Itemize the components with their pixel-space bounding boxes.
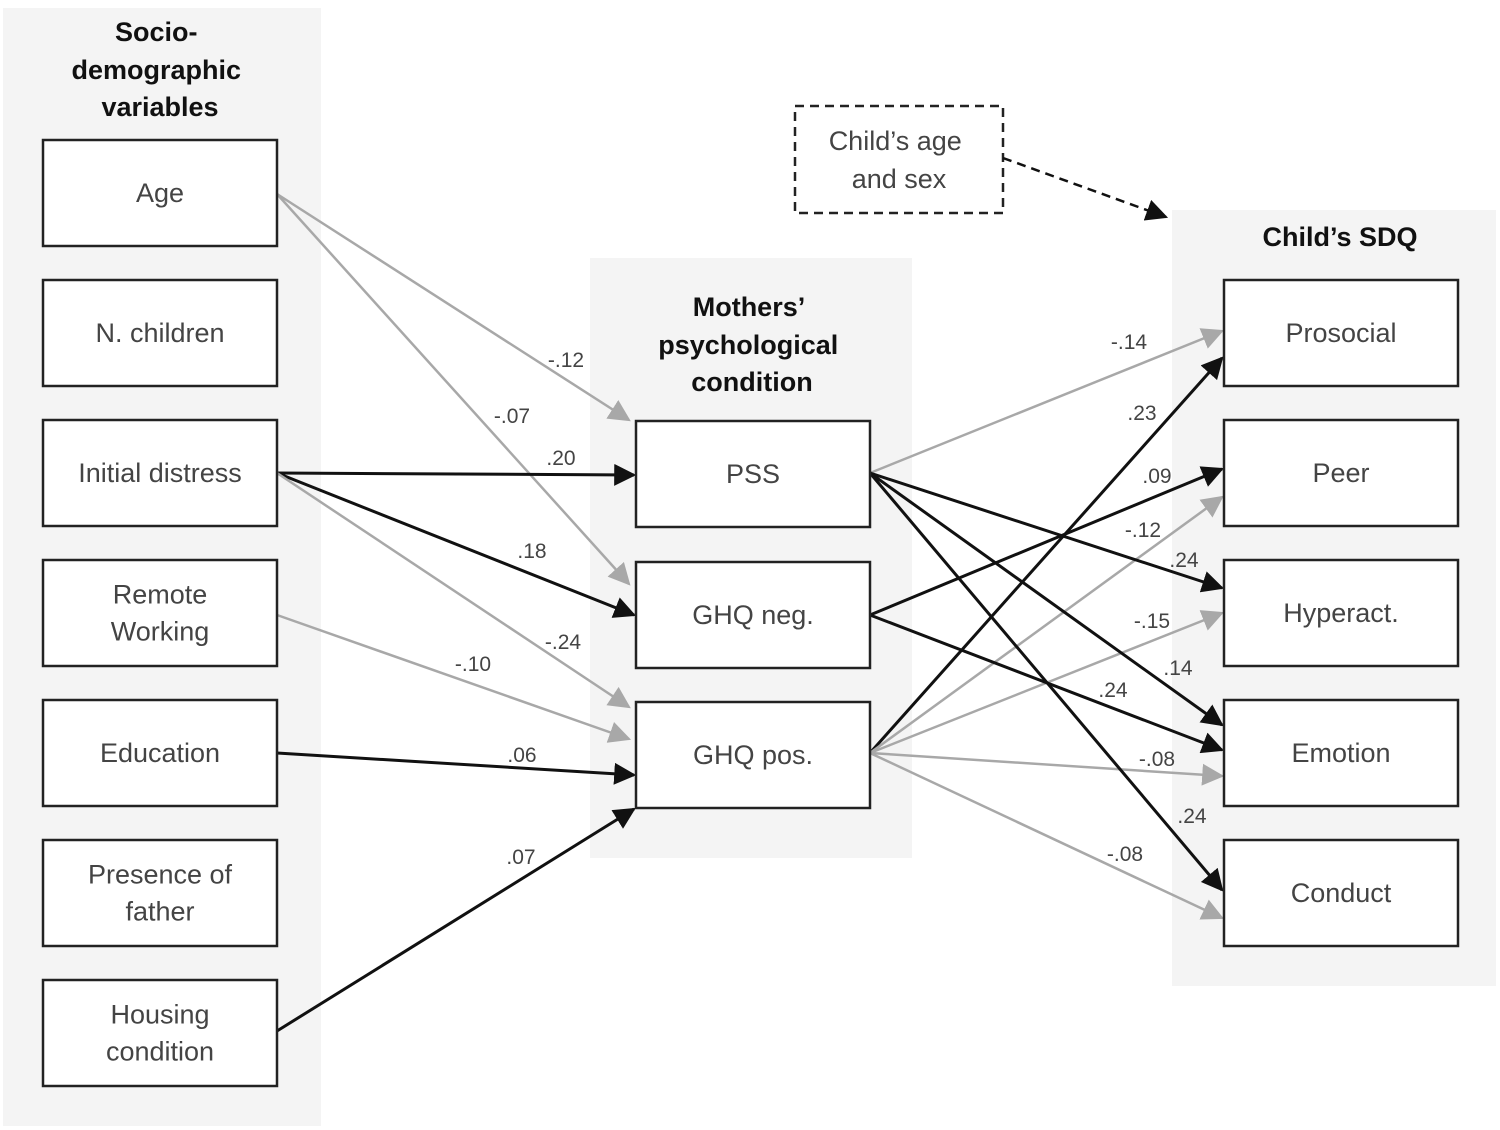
node-label-hyperact: Hyperact. [1283, 598, 1399, 628]
node-box [1222, 698, 1460, 808]
node-conduct: Conduct [1222, 838, 1460, 948]
coef-ghqneg-to-peer: .09 [1142, 465, 1171, 488]
node-box [41, 418, 279, 528]
node-hyperact: Hyperact. [1222, 558, 1460, 668]
node-box [634, 700, 872, 810]
node-label-ghqpos: GHQ pos. [693, 740, 813, 770]
node-label-father: Presence of [88, 860, 233, 890]
coef-initial-to-pss: .20 [546, 447, 575, 470]
node-label-peer: Peer [1312, 458, 1369, 488]
node-initial: Initial distress [41, 418, 279, 528]
path-initial-to-ghqpos [276, 471, 631, 709]
node-label-housing: Housing [110, 1000, 209, 1030]
control-box: Child’s age and sex [793, 104, 1005, 215]
node-box [41, 838, 279, 948]
path-education-to-ghqpos [276, 751, 637, 785]
coef-ghqpos-to-peer: -.12 [1125, 519, 1161, 542]
node-label-age: Age [136, 178, 184, 208]
path-initial-to-ghqneg [276, 471, 637, 618]
path-pss-to-conduct [868, 472, 1224, 892]
node-label-ghqneg: GHQ neg. [692, 600, 814, 630]
node-emotion: Emotion [1222, 698, 1460, 808]
node-label-remote: Remote [113, 580, 208, 610]
control-line: and sex [852, 164, 947, 194]
node-label-nchildren: N. children [95, 318, 224, 348]
node-box [1222, 838, 1460, 948]
node-label-housing: condition [106, 1037, 214, 1067]
path-pss-to-hyperact [869, 471, 1225, 593]
node-box [41, 558, 279, 668]
path-pss-to-prosocial [869, 328, 1225, 475]
node-box [41, 698, 279, 808]
node-box [41, 138, 279, 248]
node-ghqpos: GHQ pos. [634, 700, 872, 810]
coef-remote-to-ghqpos: -.10 [455, 653, 491, 676]
coef-ghqpos-to-hyperact: -.15 [1134, 610, 1170, 633]
node-box [634, 560, 872, 670]
path-ghqpos-to-emotion [869, 751, 1225, 786]
coef-ghqneg-to-emotion: .24 [1098, 679, 1128, 702]
control-line: Child’s age [829, 126, 962, 156]
coef-pss-to-hyperact: .24 [1169, 549, 1199, 572]
coef-ghqpos-to-prosocial: .23 [1127, 402, 1156, 425]
node-nchildren: N. children [41, 278, 279, 388]
node-box [1222, 418, 1460, 528]
node-pss: PSS [634, 419, 872, 529]
coef-education-to-ghqpos: .06 [507, 744, 536, 767]
node-father: Presence of father [41, 838, 279, 948]
path-ghqneg-to-peer [869, 466, 1225, 617]
path-ghqpos-to-prosocial [868, 356, 1224, 754]
sociodemographic-title: Socio- demographic variables [71, 17, 248, 122]
path-age-to-ghqneg [276, 193, 631, 586]
coef-housing-to-ghqpos: .07 [506, 846, 535, 869]
path-remote-to-ghqpos [276, 613, 632, 743]
node-label-pss: PSS [726, 459, 780, 489]
node-peer: Peer [1222, 418, 1460, 528]
node-label-remote: Working [111, 617, 210, 647]
path-ghqpos-to-conduct [869, 751, 1224, 920]
path-housing-to-ghqpos [276, 807, 636, 1033]
coef-ghqpos-to-emotion: -.08 [1139, 748, 1175, 771]
path-age-to-pss [276, 192, 631, 422]
node-box [634, 419, 872, 529]
coef-ghqpos-to-conduct: -.08 [1107, 843, 1143, 866]
node-box [1222, 558, 1460, 668]
path-ghqpos-to-peer [869, 495, 1224, 755]
child-sdq-title: Child’s SDQ [1262, 222, 1417, 252]
coef-pss-to-conduct: .24 [1177, 805, 1207, 828]
node-education: Education [41, 698, 279, 808]
coef-initial-to-ghqneg: .18 [517, 540, 546, 563]
coef-pss-to-prosocial: -.14 [1111, 331, 1148, 354]
node-label-education: Education [100, 738, 220, 768]
node-box [1222, 278, 1460, 388]
node-age: Age [41, 138, 279, 248]
node-box [41, 978, 279, 1088]
control-arrow [1002, 156, 1169, 221]
node-label-initial: Initial distress [78, 458, 242, 488]
path-pss-to-emotion [869, 471, 1224, 727]
node-ghqneg: GHQ neg. [634, 560, 872, 670]
svg-text:Child’s age and sex: Child’s age and sex [829, 126, 970, 194]
node-housing: Housing condition [41, 978, 279, 1088]
coef-initial-to-ghqpos: -.24 [545, 631, 582, 654]
path-initial-to-pss [276, 463, 637, 486]
node-label-emotion: Emotion [1291, 738, 1390, 768]
coef-age-to-ghqneg: -.07 [494, 405, 530, 428]
node-label-conduct: Conduct [1291, 878, 1392, 908]
coef-pss-to-emotion: .14 [1163, 657, 1193, 680]
node-label-father: father [125, 897, 194, 927]
coef-age-to-pss: -.12 [548, 349, 584, 372]
node-box [41, 278, 279, 388]
paths-layer [276, 192, 1225, 1033]
coefficients-layer: -.12 -.07 .20 .18 -.24 -.10 .06 .07 -.14 .23 .09 -.… [455, 331, 1207, 869]
node-label-prosocial: Prosocial [1285, 318, 1396, 348]
node-prosocial: Prosocial [1222, 278, 1460, 388]
mothers-condition-title: Mothers’ psychological condition [658, 292, 846, 397]
